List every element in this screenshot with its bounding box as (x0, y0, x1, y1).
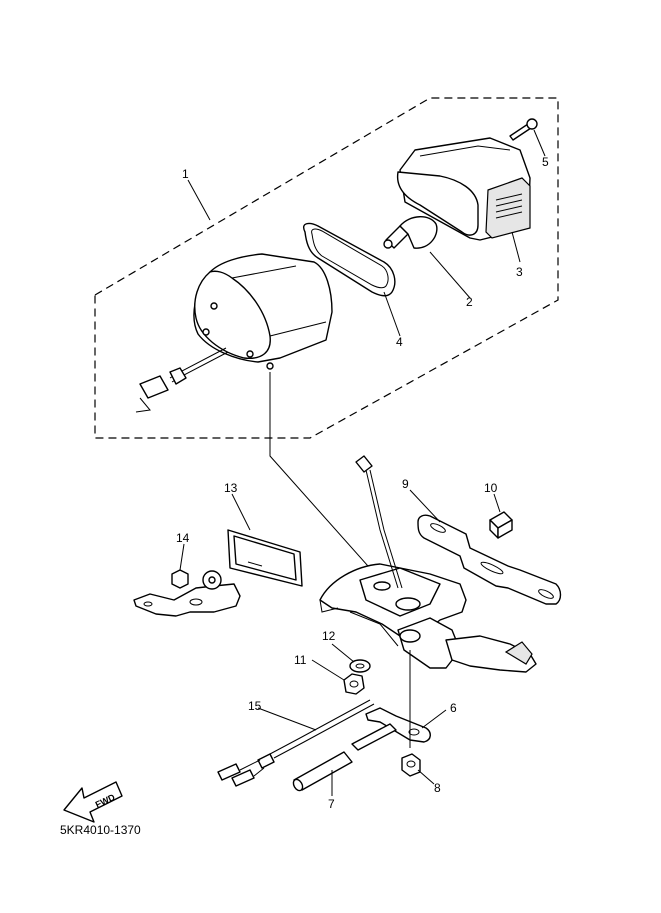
leader-lines (179, 129, 546, 796)
fwd-arrow-icon: FWD (63, 781, 123, 823)
nut-part-8[interactable] (401, 753, 421, 777)
bulb-part[interactable] (383, 216, 438, 249)
nut-part-11[interactable] (343, 673, 365, 695)
screw-part[interactable] (509, 118, 538, 141)
callout-numbers: 1 2 3 4 5 6 7 8 9 10 11 12 13 14 15 (176, 155, 549, 811)
callout-1[interactable]: 1 (182, 167, 189, 181)
diagram-code: 5KR4010-1370 (60, 823, 141, 837)
harness-wire (355, 455, 403, 589)
reflector-part[interactable] (227, 529, 303, 587)
reflector-stay[interactable] (133, 570, 241, 617)
callout-11[interactable]: 11 (294, 653, 307, 667)
bracket-part[interactable] (417, 514, 562, 605)
callout-5[interactable]: 5 (542, 155, 549, 169)
tube-part[interactable] (292, 751, 353, 792)
lead-wire-part[interactable] (217, 699, 375, 787)
callout-15[interactable]: 15 (248, 699, 262, 713)
callout-8[interactable]: 8 (434, 781, 441, 795)
callout-6[interactable]: 6 (450, 701, 457, 715)
callout-2[interactable]: 2 (466, 295, 473, 309)
lens-part[interactable] (396, 137, 531, 241)
callout-4[interactable]: 4 (396, 335, 403, 349)
callout-10[interactable]: 10 (484, 481, 498, 495)
washer-part[interactable] (349, 659, 371, 673)
callout-13[interactable]: 13 (224, 481, 238, 495)
bolt-part[interactable] (489, 511, 513, 539)
tail-light-body[interactable] (135, 253, 333, 413)
callout-3[interactable]: 3 (516, 265, 523, 279)
assembly-outline (94, 97, 559, 439)
stay-part[interactable] (351, 707, 431, 751)
callout-12[interactable]: 12 (322, 629, 336, 643)
fender-bracket[interactable] (319, 563, 537, 673)
gasket-part[interactable] (303, 222, 396, 297)
callout-14[interactable]: 14 (176, 531, 190, 545)
callout-9[interactable]: 9 (402, 477, 409, 491)
nut-part-14[interactable] (171, 569, 189, 589)
stud-leader (269, 372, 401, 603)
callout-7[interactable]: 7 (328, 797, 335, 811)
